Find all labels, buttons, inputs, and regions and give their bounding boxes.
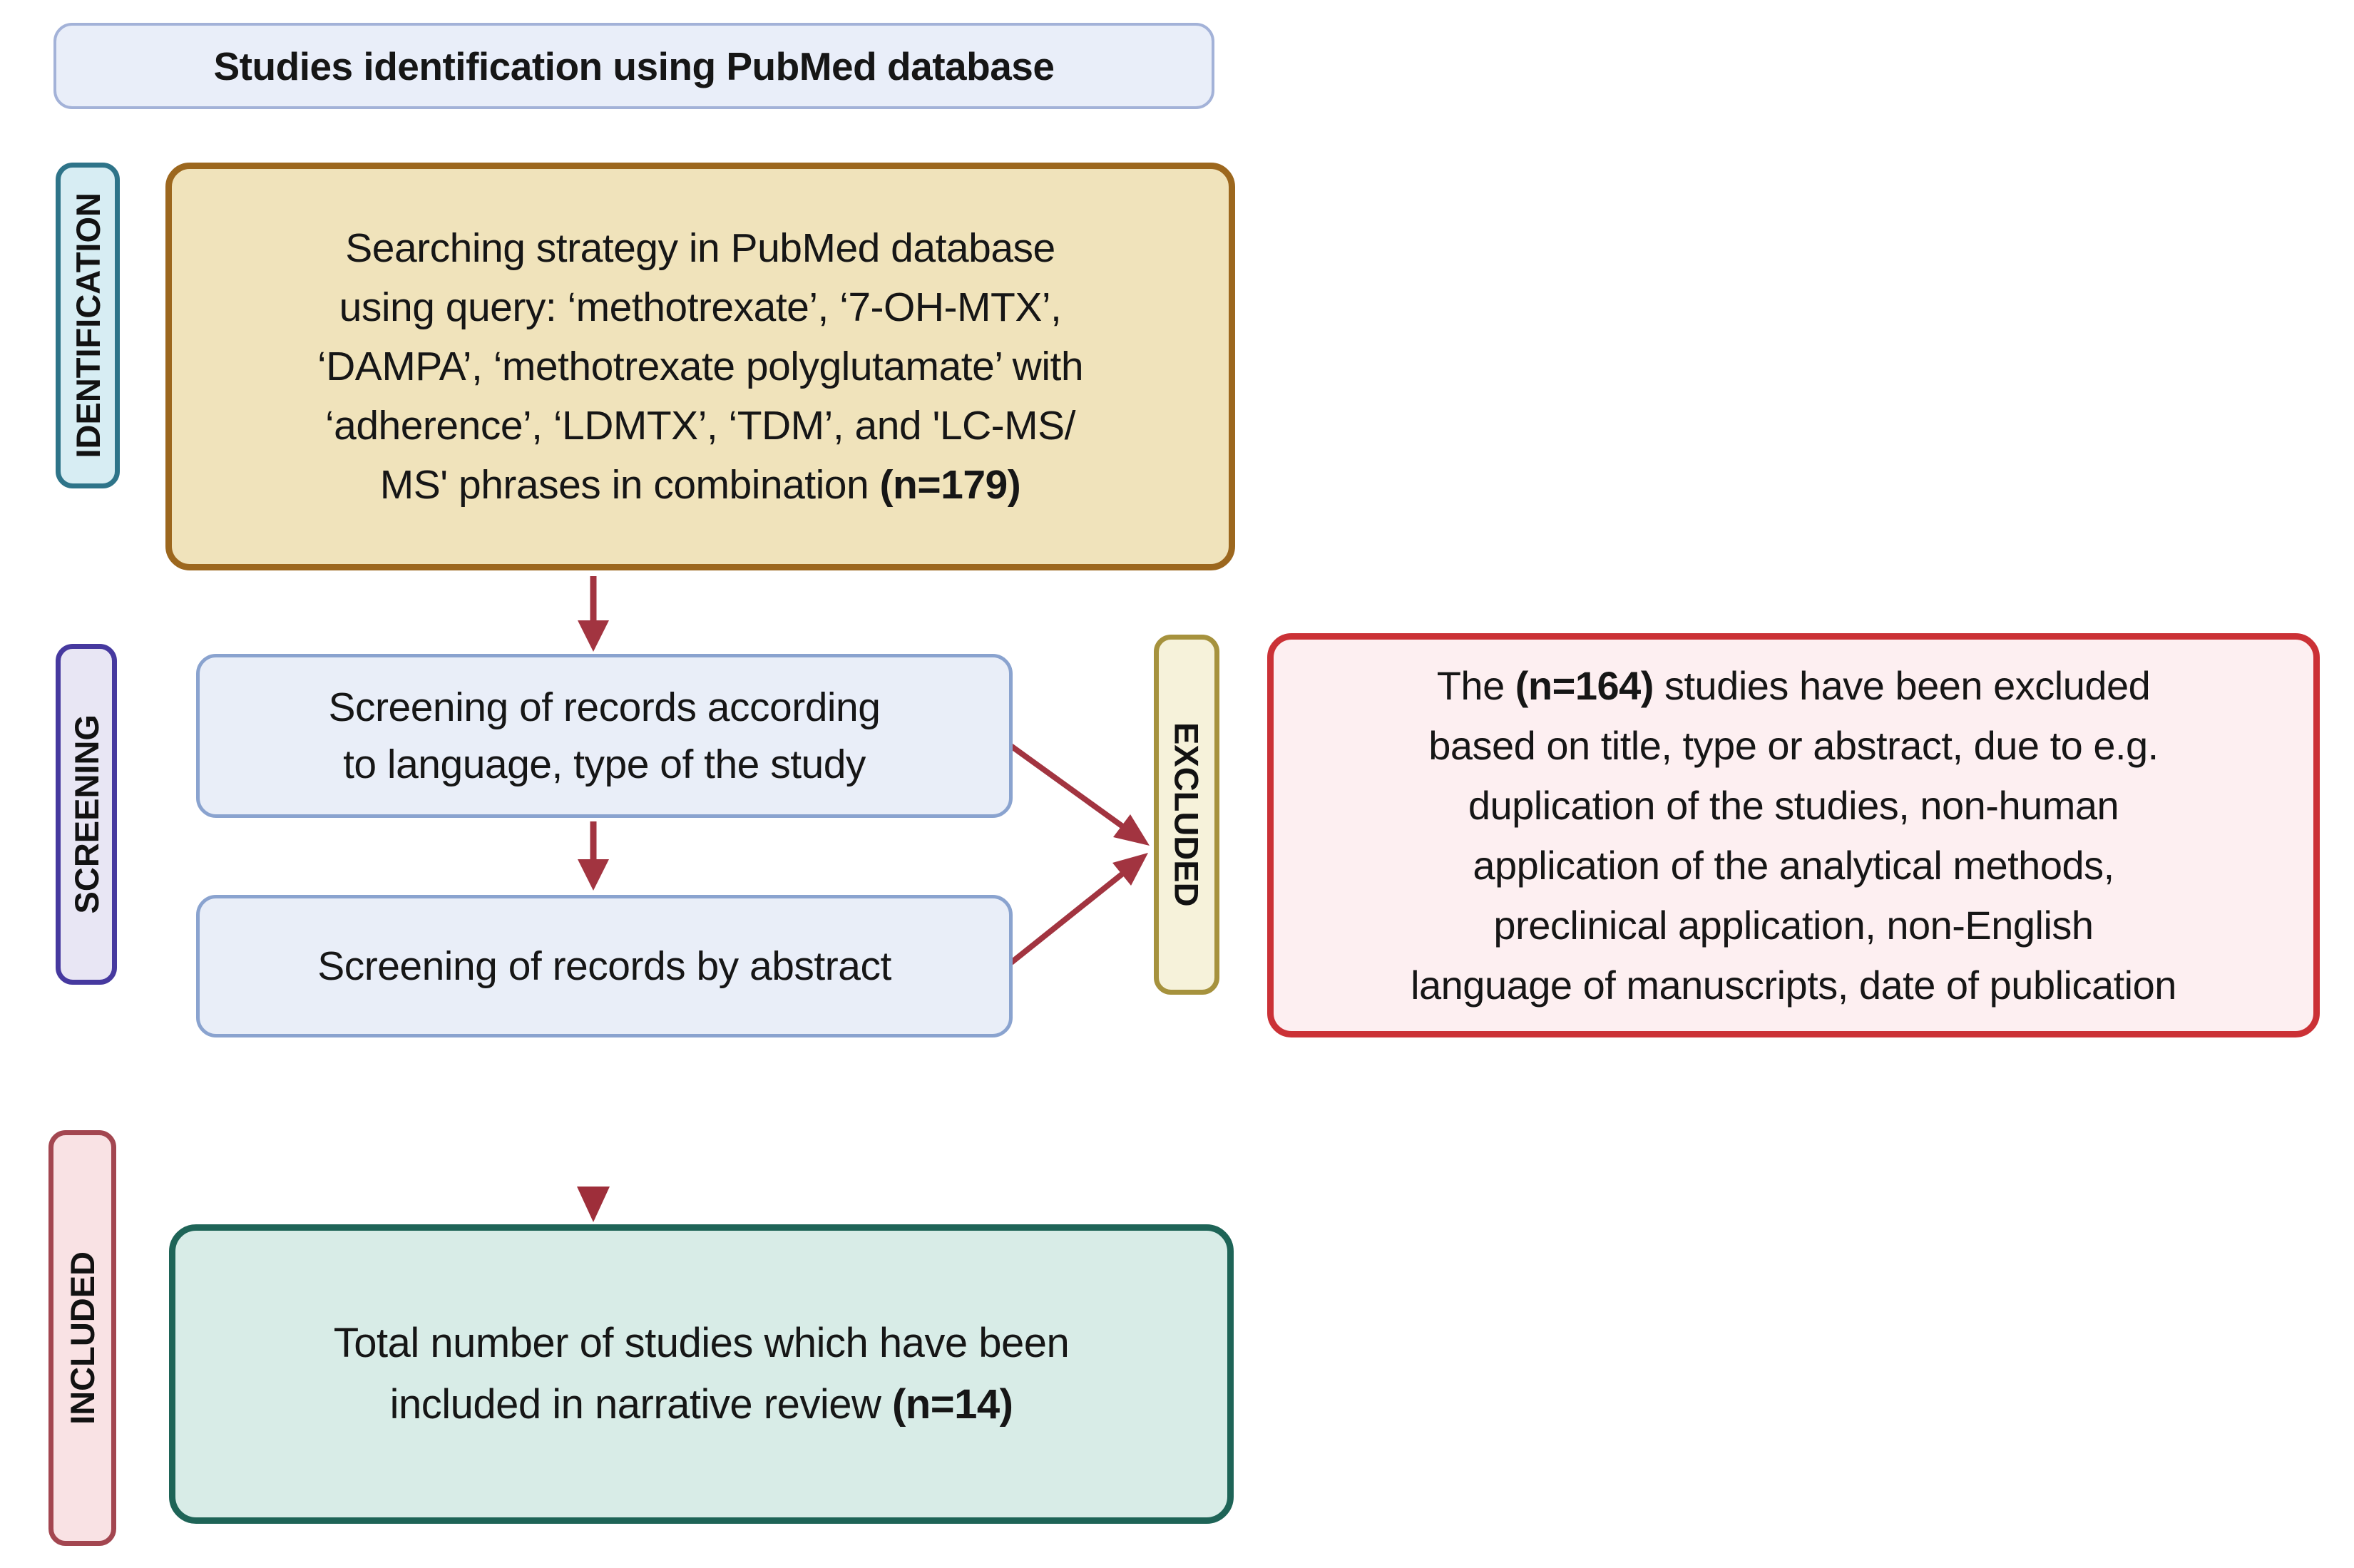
- included-total-line1: Total number of studies which have been: [333, 1320, 1070, 1366]
- stage-label-screening: SCREENING: [56, 644, 117, 985]
- stage-label-included-text: INCLUDED: [63, 1251, 101, 1425]
- stage-label-identification-text: IDENTIFICATION: [68, 193, 107, 458]
- excluded-reasons-line2: based on title, type or abstract, due to…: [1428, 722, 2159, 768]
- included-total-count: (n=14): [891, 1381, 1013, 1428]
- search-strategy-line3: ‘DAMPA’, ‘methotrexate polyglutamate’ wi…: [317, 343, 1084, 389]
- screening-language-box: Screening of records according to langua…: [196, 654, 1013, 818]
- arrow-screening2-to-excluded: [1009, 853, 1148, 965]
- excluded-reasons-line1: The (n=164) studies have been excluded: [1437, 656, 2151, 716]
- included-total-line2: included in narrative review (n=14): [390, 1374, 1013, 1435]
- screening-abstract-line1: Screening of records by abstract: [317, 943, 891, 989]
- arrow-search-to-screening1: [578, 576, 609, 652]
- stage-label-identification: IDENTIFICATION: [56, 163, 120, 488]
- stage-label-included: INCLUDED: [48, 1130, 116, 1546]
- excluded-reasons-line1-suffix: studies have been excluded: [1653, 662, 2151, 708]
- included-total-box: Total number of studies which have been …: [169, 1224, 1234, 1524]
- screening-language-line1: Screening of records according: [328, 685, 881, 730]
- included-total-line2-text: included in narrative review: [389, 1381, 892, 1428]
- stage-label-excluded-text: EXCLUDED: [1167, 722, 1206, 907]
- arrow-screening1-to-excluded: [1005, 740, 1150, 846]
- screening-language-line2: to language, type of the study: [343, 742, 866, 787]
- search-strategy-line5-text: MS' phrases in combination: [379, 461, 880, 508]
- excluded-reasons-line4: application of the analytical methods,: [1473, 842, 2114, 888]
- screening-abstract-box: Screening of records by abstract: [196, 895, 1013, 1037]
- stage-label-excluded: EXCLUDED: [1154, 635, 1219, 995]
- title-box: Studies identification using PubMed data…: [53, 23, 1214, 109]
- stage-label-screening-text: SCREENING: [67, 714, 106, 914]
- excluded-reasons-line3: duplication of the studies, non-human: [1468, 782, 2119, 828]
- excluded-reasons-line1-prefix: The: [1436, 662, 1515, 708]
- search-strategy-count: (n=179): [879, 461, 1021, 508]
- excluded-reasons-line6: language of manuscripts, date of publica…: [1411, 962, 2176, 1008]
- search-strategy-line4: ‘adherence’, ‘LDMTX’, ‘TDM’, and 'LC-MS/: [324, 402, 1076, 449]
- search-strategy-box: Searching strategy in PubMed database us…: [165, 163, 1235, 570]
- search-strategy-line2: using query: ‘methotrexate’, ‘7-OH-MTX’,: [339, 284, 1062, 330]
- title-text: Studies identification using PubMed data…: [213, 43, 1055, 88]
- search-strategy-line5: MS' phrases in combination (n=179): [379, 456, 1021, 515]
- arrow-screening1-to-screening2: [578, 821, 609, 891]
- excluded-reasons-box: The (n=164) studies have been excluded b…: [1267, 633, 2320, 1037]
- excluded-reasons-count: (n=164): [1515, 662, 1654, 708]
- excluded-reasons-line5: preclinical application, non-English: [1493, 902, 2094, 948]
- search-strategy-line1: Searching strategy in PubMed database: [345, 225, 1055, 271]
- arrow-screening2-to-included: [577, 1054, 610, 1222]
